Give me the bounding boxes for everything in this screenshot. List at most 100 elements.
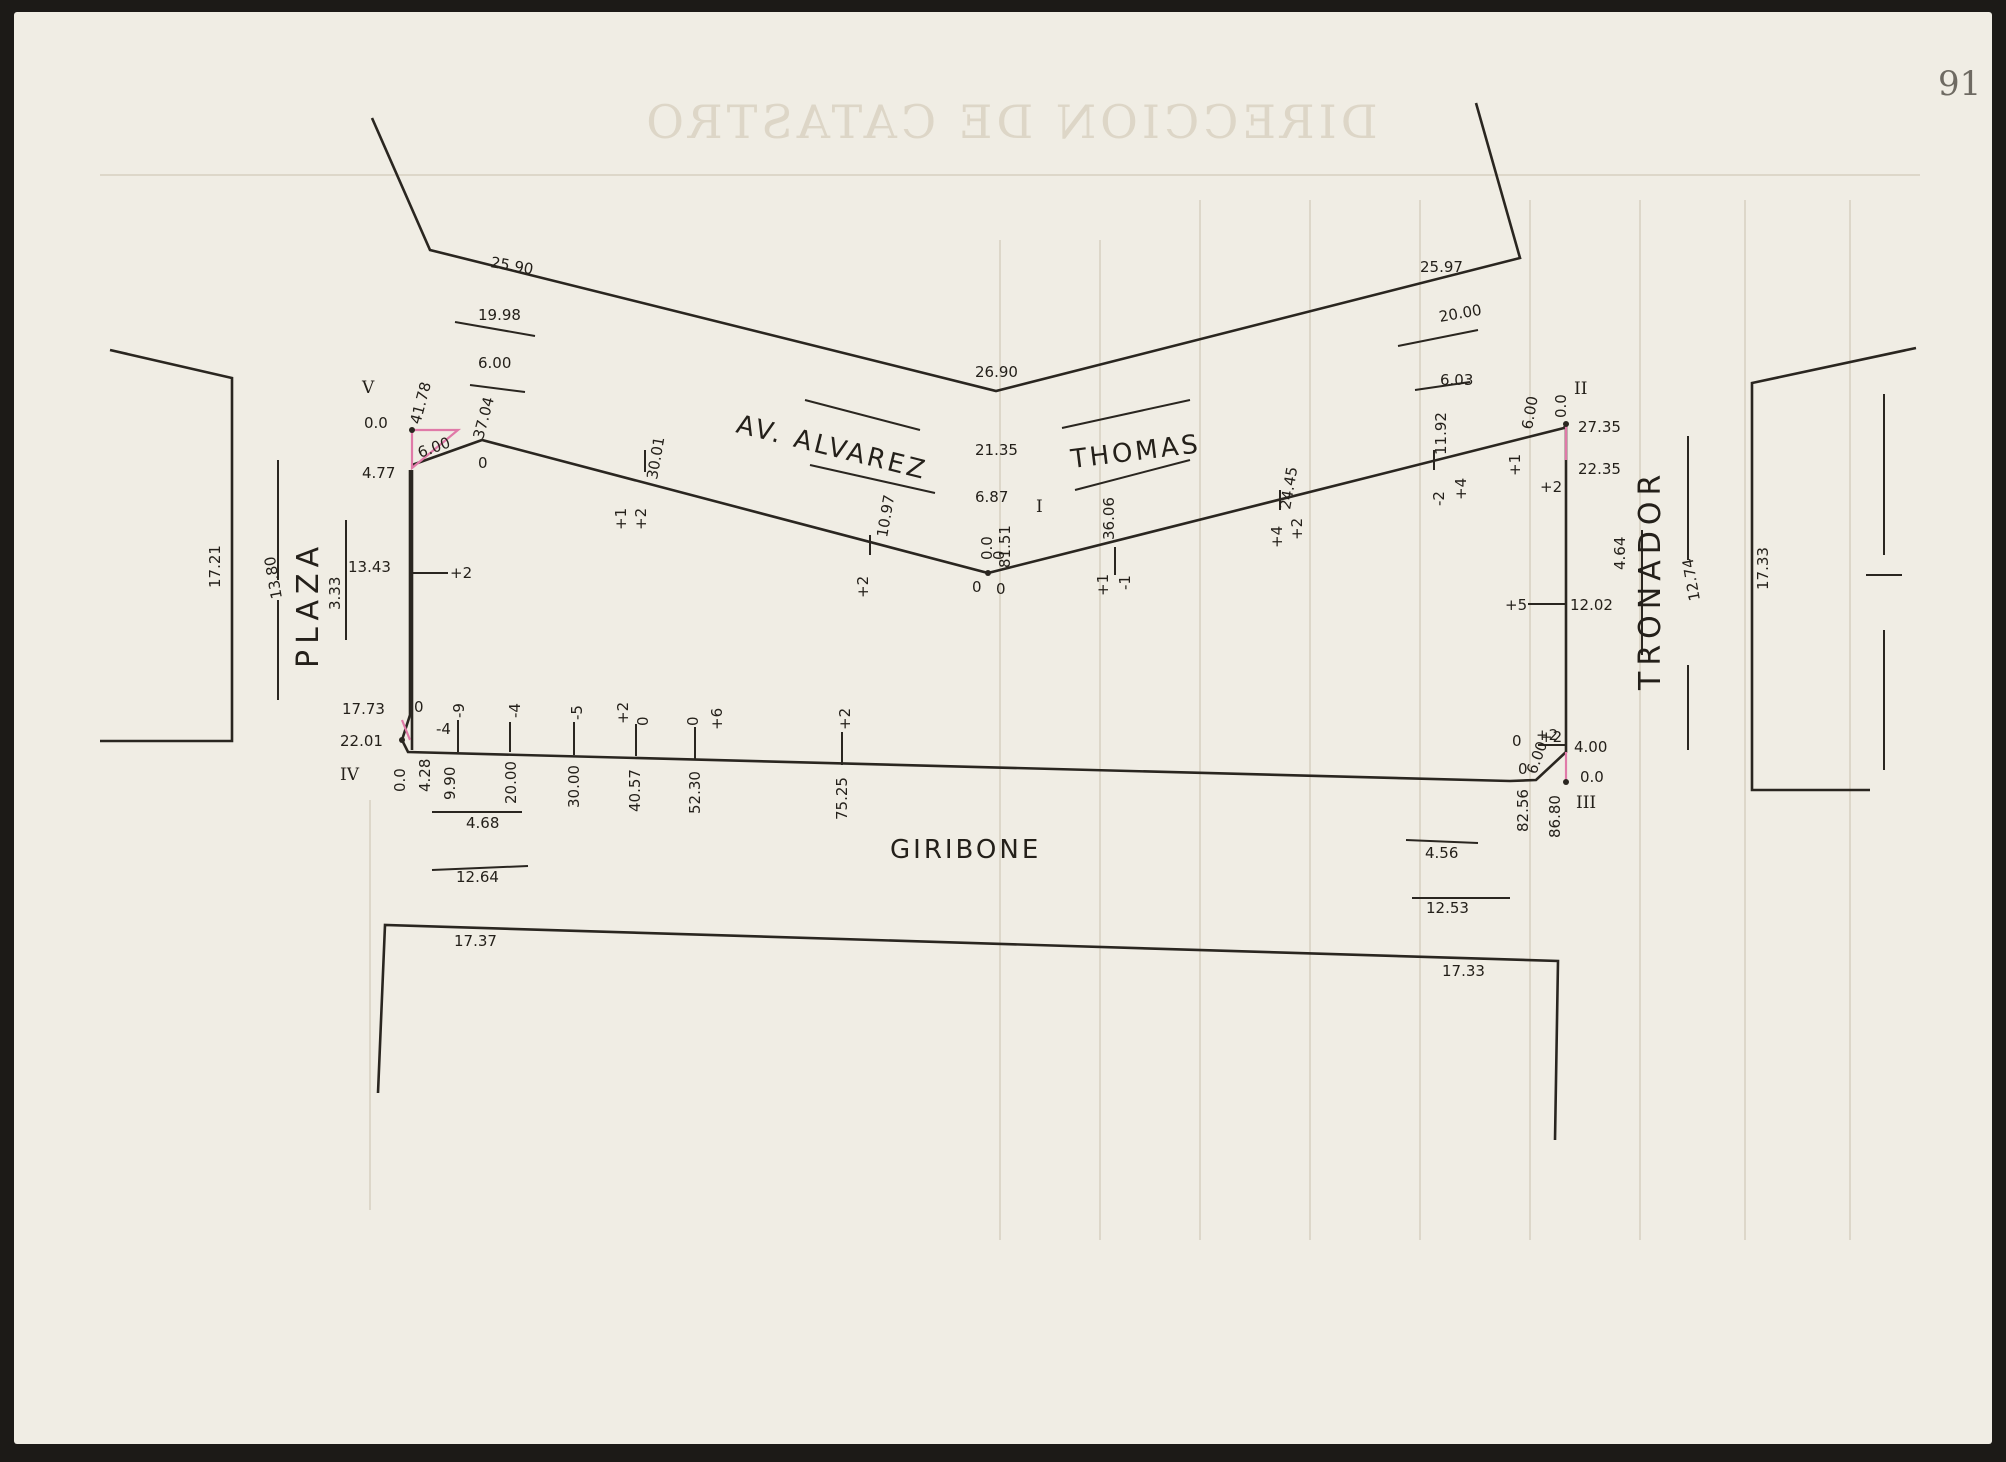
level-plus4-a: +4	[1268, 526, 1286, 548]
level-plus6: +6	[708, 708, 726, 730]
dim-0-0-iv: 0.0	[391, 768, 409, 792]
corner-chamfer-v	[410, 428, 462, 471]
dim-0-0-ii: 0.0	[1552, 394, 1570, 418]
faint-form-lines	[100, 174, 1920, 1240]
street-av-alvarez: AV. ALVAREZ	[733, 410, 930, 486]
dim-17-33: 17.33	[1754, 547, 1772, 590]
dim-20-00-a: 20.00	[1438, 301, 1483, 326]
dim-22-01: 22.01	[340, 732, 383, 750]
level-plus2-h: +2	[614, 702, 632, 724]
level-minus4: -4	[436, 720, 451, 738]
dim-22-35: 22.35	[1578, 460, 1621, 478]
dim-30-01: 30.01	[643, 435, 668, 480]
watermark-text: DIRECCION DE CATASTRO	[642, 95, 1377, 149]
level-plus5: +5	[1505, 596, 1527, 614]
corner-label-iv: IV	[340, 765, 360, 785]
dim-86-80: 86.80	[1546, 795, 1564, 838]
dim-52-30: 52.30	[686, 771, 704, 814]
dim-75-25: 75.25	[833, 777, 851, 820]
block-outline	[400, 423, 1568, 783]
level-0-h: 0	[1518, 760, 1528, 778]
level-plus1-a: +1	[612, 508, 630, 530]
level-plus2-a: +2	[632, 508, 650, 530]
east-block-line	[1750, 346, 1917, 792]
dim-4-28: 4.28	[416, 759, 434, 792]
cadastral-sheet	[14, 12, 1992, 1444]
corner-chamfer-iv	[400, 719, 412, 741]
north-street-line	[370, 102, 1522, 393]
street-lines	[100, 102, 1917, 1141]
level-minus1: -1	[1116, 575, 1134, 590]
dim-24-45: 24.45	[1276, 465, 1301, 510]
sheet-number: 91	[1938, 64, 1981, 104]
dim-17-37: 17.37	[454, 932, 497, 950]
level-plus2-b: +2	[450, 564, 472, 582]
west-block-line	[100, 348, 234, 743]
dim-6-87: 6.87	[975, 488, 1008, 506]
dim-6-00-a: 6.00	[478, 354, 511, 372]
level-plus2-g: +2	[1540, 728, 1562, 746]
dim-4-77: 4.77	[362, 464, 395, 482]
dim-17-21: 17.21	[206, 545, 224, 588]
dim-36-06: 36.06	[1100, 497, 1118, 540]
street-tronador: TRONADOR	[1633, 469, 1668, 691]
dim-4-64: 4.64	[1611, 537, 1629, 570]
dim-6-03: 6.03	[1440, 371, 1473, 389]
tick-stubs	[412, 450, 1566, 765]
dim-21-35: 21.35	[975, 441, 1018, 459]
dim-25-97: 25.97	[1420, 258, 1463, 276]
corner-point-i	[985, 570, 991, 576]
street-giribone: GIRIBONE	[890, 835, 1041, 865]
level-minus5: -5	[568, 705, 586, 720]
dim-37-04: 37.04	[469, 395, 498, 441]
level-0-a: 0	[478, 454, 488, 472]
corner-point-v	[409, 427, 415, 433]
corner-label-i: I	[1036, 497, 1043, 517]
level-0-e: 0	[414, 698, 424, 716]
level-minus9: -9	[450, 703, 468, 718]
dim-6-00-d: 6.00	[1518, 395, 1542, 431]
level-0-c: 0	[996, 580, 1006, 598]
dim-12-53: 12.53	[1426, 899, 1469, 917]
level-0-g: 0	[684, 716, 702, 726]
dim-0-0-v: 0.0	[364, 414, 388, 432]
dim-82-56: 82.56	[1514, 789, 1532, 832]
level-plus1-b: +1	[1094, 574, 1112, 596]
level-minus2: -2	[1430, 491, 1448, 506]
corner-label-ii: II	[1574, 379, 1587, 399]
dim-0-0-iii: 0.0	[1580, 768, 1604, 786]
dim-4-56: 4.56	[1425, 844, 1458, 862]
level-plus2-c: +2	[854, 576, 872, 598]
corner-point-iii	[1563, 779, 1569, 785]
dim-11-92: 11.92	[1432, 412, 1450, 455]
level-minus4-b: -4	[506, 703, 524, 718]
corner-point-iv	[399, 737, 405, 743]
level-plus2-d: +2	[1288, 518, 1306, 540]
dim-4-68: 4.68	[466, 814, 499, 832]
dim-12-74: 12.74	[1679, 557, 1704, 602]
dim-3-33: 3.33	[326, 577, 344, 610]
south-block-line	[376, 923, 1560, 1141]
level-plus2-f: +2	[1536, 726, 1558, 744]
street-plaza: PLAZA	[291, 541, 326, 668]
dim-25-90: 25.90	[489, 253, 534, 278]
dim-4-00: 4.00	[1574, 738, 1607, 756]
dim-41-78: 41.78	[406, 380, 435, 426]
dim-20-00-b: 20.00	[502, 761, 520, 804]
level-0-f: 0	[634, 716, 652, 726]
corner-points	[399, 421, 1569, 785]
level-0-d: 0	[990, 550, 1008, 560]
block-polygon	[400, 423, 1568, 783]
level-plus4-b: +4	[1452, 478, 1470, 500]
dim-81-51: 81.51	[996, 525, 1014, 568]
dim-17-73: 17.73	[342, 700, 385, 718]
dim-13-80: 13.80	[261, 555, 286, 600]
corner-label-v: V	[361, 378, 375, 398]
label-bars	[277, 321, 1689, 899]
dim-19-98: 19.98	[478, 306, 521, 324]
dim-12-64: 12.64	[456, 868, 499, 886]
dim-12-02: 12.02	[1570, 596, 1613, 614]
corner-point-ii	[1563, 421, 1569, 427]
